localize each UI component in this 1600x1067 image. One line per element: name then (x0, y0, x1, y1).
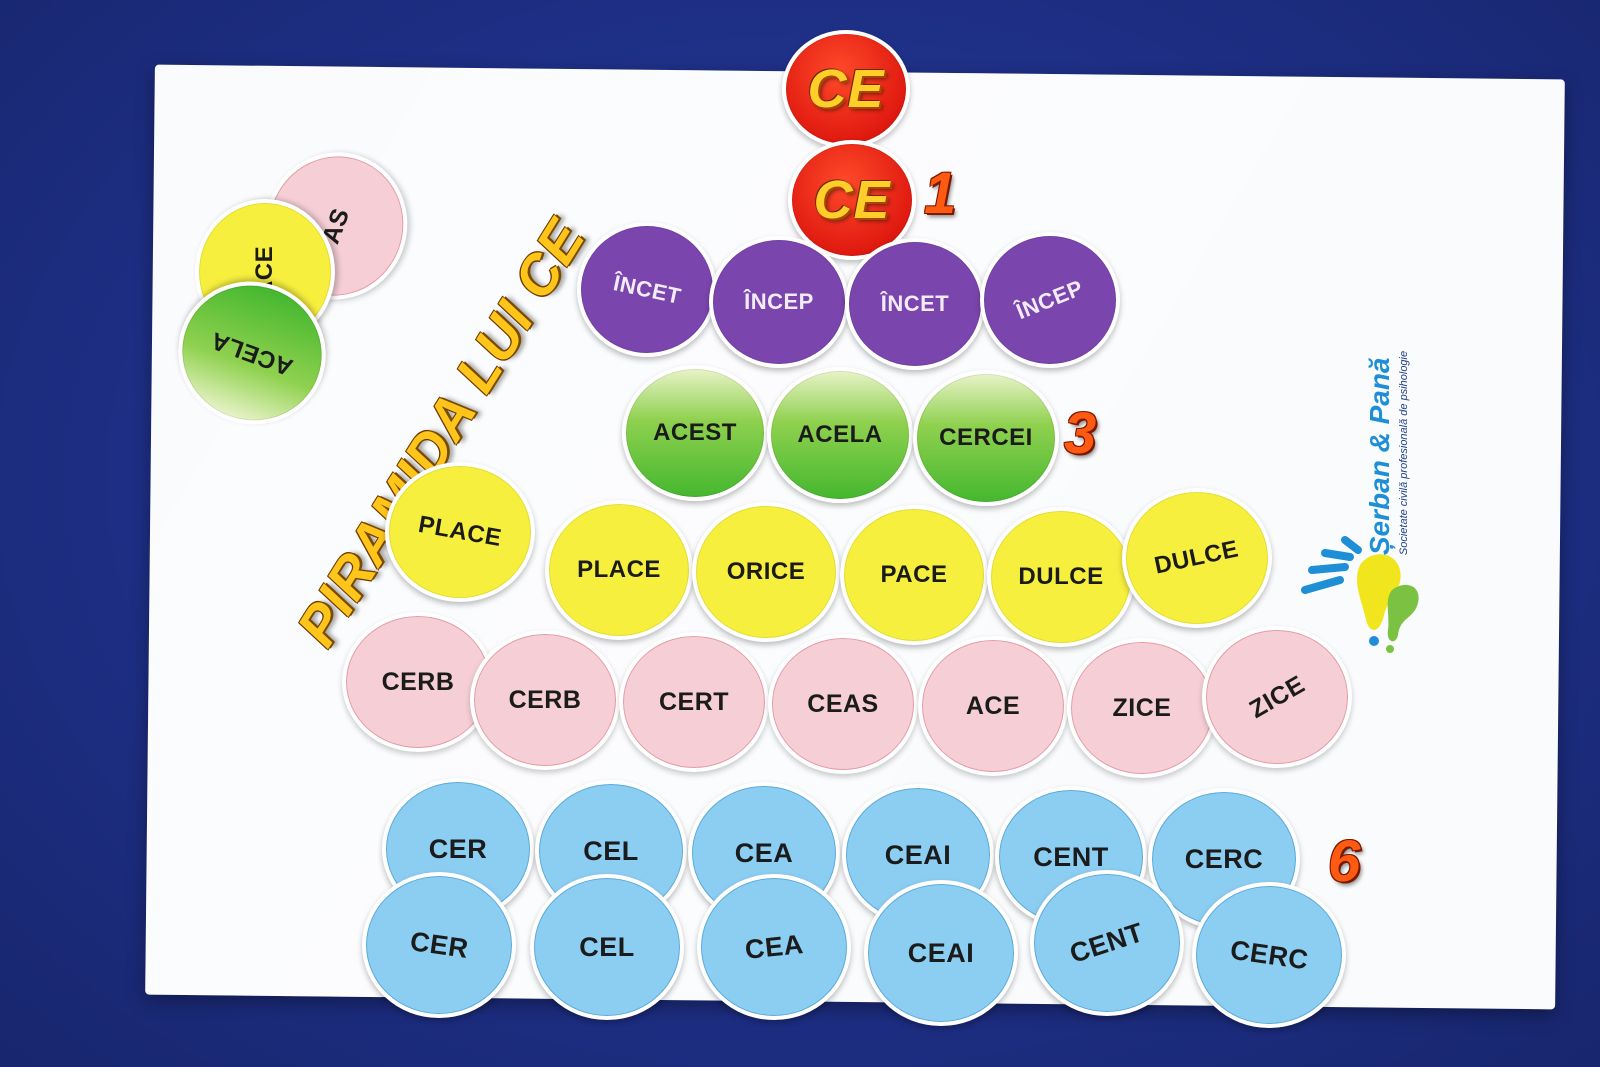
blue-front-disc-5[interactable]: CENT (1030, 870, 1184, 1016)
blue-front-disc-6[interactable]: CERC (1192, 882, 1346, 1028)
logo-name: Șerban & Pană (1364, 351, 1396, 555)
green-disc-2[interactable]: ACELA (767, 367, 913, 503)
purple-disc-2[interactable]: ÎNCEP (709, 236, 849, 368)
yellow-disc-5[interactable]: DULCE (987, 507, 1135, 647)
yellow-disc-4[interactable]: PACE (840, 505, 988, 645)
pink-disc-1[interactable]: CERB (342, 612, 494, 752)
blue-front-disc-2[interactable]: CEL (530, 874, 684, 1020)
pink-disc-4[interactable]: CEAS (768, 634, 918, 774)
pink-disc-6[interactable]: ZICE (1067, 638, 1217, 778)
green-disc-1[interactable]: ACEST (622, 365, 768, 501)
blue-front-disc-4[interactable]: CEAI (864, 880, 1018, 1026)
ce-token-top[interactable]: CE (782, 30, 910, 148)
pink-disc-5[interactable]: ACE (918, 636, 1068, 776)
count-6: 6 (1328, 828, 1360, 895)
purple-disc-4[interactable]: ÎNCEP (980, 232, 1120, 368)
yellow-disc-1[interactable]: PLACE (385, 462, 535, 602)
count-1: 1 (924, 160, 956, 227)
yellow-disc-2[interactable]: PLACE (545, 500, 693, 640)
yellow-disc-6[interactable]: DULCE (1122, 488, 1272, 628)
yellow-disc-3[interactable]: ORICE (692, 502, 840, 642)
logo-text: Șerban & Pană Societate civilă profesion… (1364, 351, 1410, 555)
logo-subtitle: Societate civilă profesională de psiholo… (1398, 351, 1410, 555)
pink-disc-2[interactable]: CERB (470, 630, 620, 770)
blue-front-disc-3[interactable]: CEA (697, 874, 851, 1020)
count-3: 3 (1064, 400, 1096, 467)
pink-disc-3[interactable]: CERT (619, 632, 769, 772)
purple-disc-1[interactable]: ÎNCET (577, 222, 717, 357)
green-disc-3[interactable]: CERCEI (913, 370, 1059, 506)
blue-front-disc-1[interactable]: CER (362, 872, 516, 1018)
purple-disc-3[interactable]: ÎNCET (845, 238, 985, 370)
